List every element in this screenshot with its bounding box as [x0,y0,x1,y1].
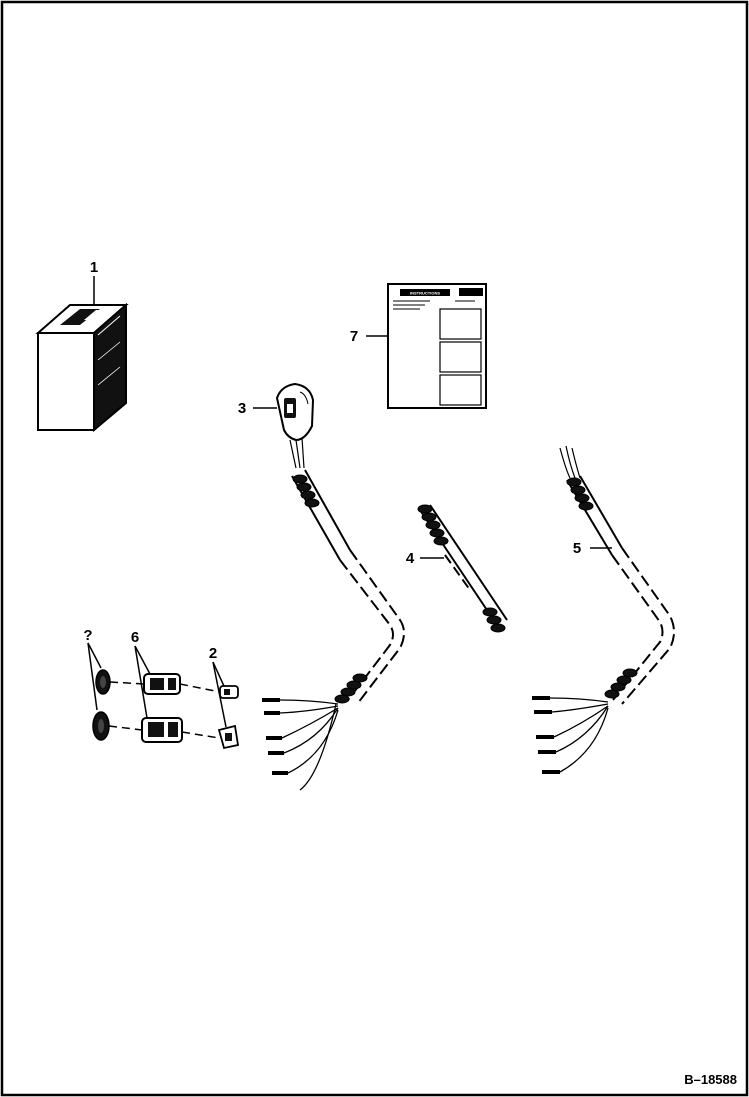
instructions-sheet-heading: INSTRUCTIONS [410,291,440,296]
callout-5: 5 [573,540,581,557]
harness-5-terminals [532,696,609,774]
harness-3-cable [291,469,405,704]
part-4-tubing [417,504,508,633]
part-unknown-grommets [92,669,111,741]
callout-4: 4 [406,550,415,567]
callout-6: 6 [131,629,139,646]
callout-3: 3 [238,400,246,417]
part-6-connectors [141,673,183,743]
part-5-harness [559,445,675,705]
callout-2: 2 [209,645,217,662]
part-3-switch [275,382,315,469]
callout-7: 7 [350,328,358,345]
part-2-terminals [217,685,240,750]
assembly-alignment-lines [108,681,221,739]
harness-3-terminals [262,698,339,791]
part-1-box [35,302,129,433]
figure-reference-number: B–18588 [684,1072,737,1087]
callout-question: ? [83,627,92,644]
callout-1: 1 [90,259,98,276]
part-7-instructions-sheet: INSTRUCTIONS [387,283,487,409]
